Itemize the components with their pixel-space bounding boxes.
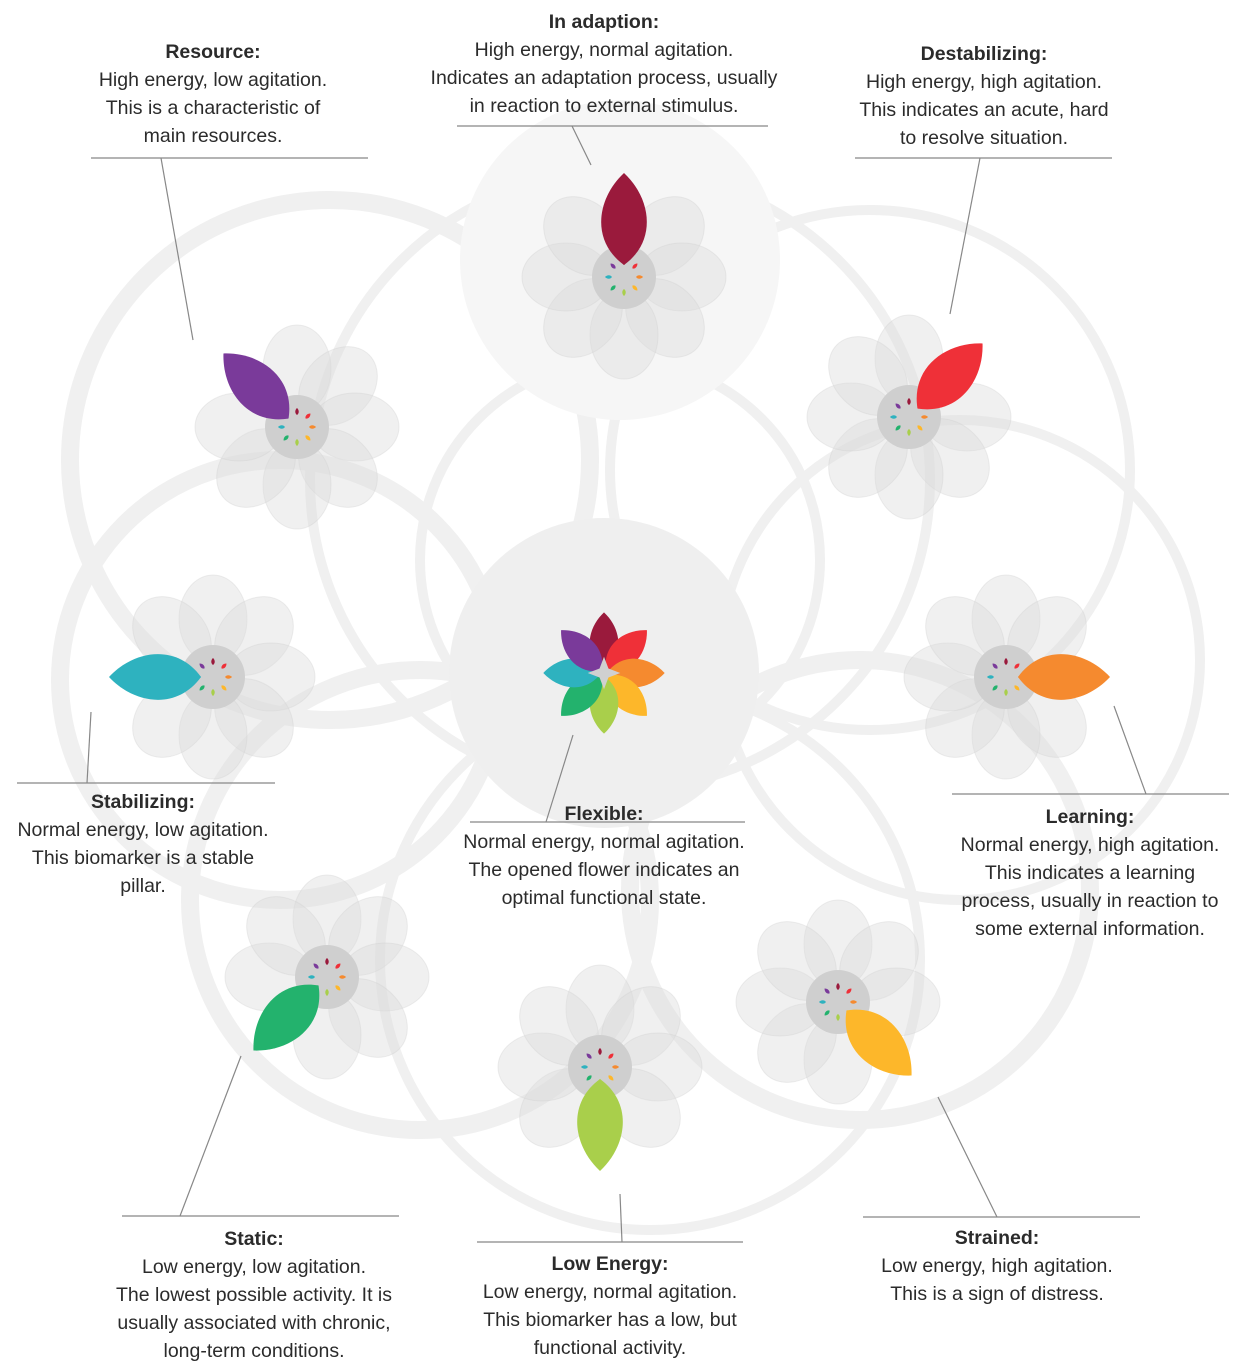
- label-description-line: pillar.: [120, 875, 166, 897]
- leader-line-static: [179, 1055, 242, 1217]
- leader-line-flexible: [545, 734, 574, 823]
- label-description-line: High energy, normal agitation.: [474, 39, 734, 61]
- flower-flexible: [543, 612, 665, 734]
- flower-static: [224, 874, 430, 1080]
- flower-destabilizing: [806, 314, 1012, 520]
- label-description-line: Low energy, low agitation.: [141, 1256, 367, 1278]
- flower-learning: [903, 574, 1110, 780]
- label-description-line: Low energy, normal agitation.: [482, 1281, 738, 1303]
- label-description-line: to resolve situation.: [899, 127, 1068, 149]
- label-description-line: Indicates an adaptation process, usually: [430, 67, 778, 89]
- label-description-line: usually associated with chronic,: [117, 1312, 391, 1334]
- label-description-line: High energy, high agitation.: [866, 71, 1102, 93]
- label-in-adaption: In adaption: High energy, normal agitatio…: [394, 8, 814, 120]
- label-stabilizing: Stabilizing: Normal energy, low agitation…: [0, 788, 293, 900]
- flower-in-adaption: [521, 173, 727, 380]
- background-ring: [621, 651, 1099, 1129]
- label-description-line: This is a characteristic of: [105, 97, 321, 119]
- label-description-line: main resources.: [143, 125, 283, 147]
- label-description-line: in reaction to external stimulus.: [469, 95, 739, 117]
- flower-resource: [194, 324, 400, 530]
- flower-low-energy: [497, 964, 703, 1171]
- label-low-energy: Low Energy: Low energy, normal agitation.…: [450, 1250, 770, 1362]
- background-ring: [61, 191, 599, 729]
- leader-line-resource: [160, 157, 194, 341]
- background-ring: [181, 661, 659, 1139]
- leader-line-strained: [937, 1096, 998, 1218]
- flower-center: [592, 245, 656, 309]
- label-description-line: The opened flower indicates an: [468, 859, 740, 881]
- label-title: Resource:: [165, 41, 261, 63]
- label-description-line: long-term conditions.: [163, 1340, 345, 1362]
- label-title: Destabilizing:: [920, 43, 1048, 65]
- leader-lines: [17, 125, 1229, 1243]
- leader-line-learning: [1113, 705, 1147, 795]
- flower-strained: [735, 899, 941, 1105]
- leader-line-in-adaption: [571, 125, 592, 166]
- label-description-line: Normal energy, high agitation.: [960, 834, 1220, 856]
- label-title: Stabilizing:: [91, 791, 195, 813]
- label-description-line: process, usually in reaction to: [961, 890, 1219, 912]
- label-title: Static:: [224, 1228, 284, 1250]
- label-description-line: The lowest possible activity. It is: [116, 1284, 392, 1306]
- label-title: In adaption:: [548, 11, 660, 33]
- label-description-line: High energy, low agitation.: [98, 69, 328, 91]
- label-description-line: functional activity.: [533, 1337, 687, 1359]
- leader-line-destabilizing: [949, 157, 981, 315]
- label-learning: Learning: Normal energy, high agitation. T…: [940, 803, 1239, 943]
- label-resource: Resource: High energy, low agitation. This…: [63, 38, 363, 150]
- flower-center-star: [587, 656, 621, 690]
- flower-stabilizing: [109, 574, 316, 780]
- label-title: Low Energy:: [551, 1253, 669, 1275]
- label-description-line: Low energy, high agitation.: [881, 1255, 1113, 1277]
- flowers: [109, 173, 1110, 1171]
- label-title: Strained:: [954, 1227, 1040, 1249]
- flower-center: [974, 645, 1038, 709]
- label-description-line: This biomarker is a stable: [31, 847, 255, 869]
- label-description-line: This indicates an acute, hard: [859, 99, 1109, 121]
- flower-center: [181, 645, 245, 709]
- leader-line-low-energy: [619, 1193, 623, 1243]
- flower-center: [568, 1035, 632, 1099]
- background-ring: [605, 205, 1135, 735]
- label-static: Static: Low energy, low agitation. The low…: [94, 1225, 414, 1365]
- label-strained: Strained: Low energy, high agitation. This…: [847, 1224, 1147, 1308]
- label-description-line: This biomarker has a low, but: [483, 1309, 737, 1331]
- label-description-line: some external information.: [975, 918, 1205, 940]
- label-title: Learning:: [1045, 806, 1135, 828]
- label-title: Flexible:: [564, 803, 644, 825]
- label-description-line: This indicates a learning: [984, 862, 1196, 884]
- label-description-line: This is a sign of distress.: [890, 1283, 1104, 1305]
- leader-line-stabilizing: [86, 711, 92, 784]
- label-description-line: optimal functional state.: [501, 887, 707, 909]
- label-destabilizing: Destabilizing: High energy, high agitatio…: [824, 40, 1144, 152]
- label-description-line: Normal energy, low agitation.: [17, 819, 269, 841]
- label-description-line: Normal energy, normal agitation.: [463, 831, 745, 853]
- label-flexible: Flexible: Normal energy, normal agitation…: [439, 800, 769, 912]
